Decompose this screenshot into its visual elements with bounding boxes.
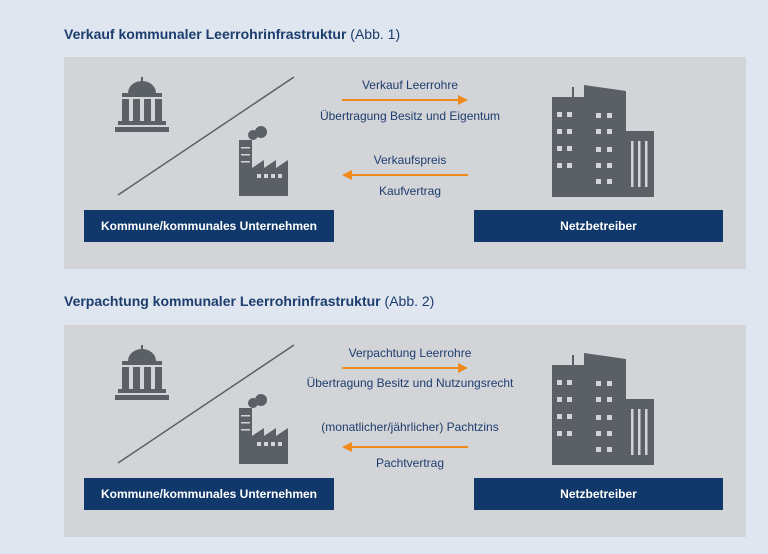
diagonal-divider bbox=[117, 76, 295, 196]
figure-1-title-main: Verkauf kommunaler Leerrohrinfrastruktur bbox=[64, 26, 347, 42]
network-operator-label: Netzbetreiber bbox=[474, 478, 723, 510]
figure-2-artwork bbox=[115, 344, 654, 465]
arrow-left-label: (monatlicher/jährlicher) Pachtzins bbox=[321, 420, 499, 434]
arrow-left-sublabel: Pachtvertrag bbox=[375, 456, 445, 470]
municipality-label: Kommune/kommunales Unternehmen bbox=[84, 210, 334, 242]
town-hall-icon bbox=[115, 345, 169, 400]
arrow-right-sublabel: Übertragung Besitz und Eigentum bbox=[319, 109, 501, 123]
figure-1-title-ref: (Abb. 1) bbox=[346, 26, 401, 42]
figure-2-title: Verpachtung kommunaler Leerrohrinfrastru… bbox=[64, 293, 434, 309]
arrow-right-label: Verpachtung Leerrohre bbox=[348, 346, 472, 360]
figure-2-title-ref: (Abb. 2) bbox=[380, 293, 435, 309]
arrow-right-sublabel: Übertragung Besitz und Nutzungsrecht bbox=[306, 376, 514, 390]
town-hall-icon bbox=[115, 77, 169, 132]
arrow-left-label: Verkaufspreis bbox=[373, 153, 447, 167]
diagonal-divider bbox=[117, 344, 295, 464]
office-buildings-icon bbox=[552, 85, 654, 197]
municipality-label: Kommune/kommunales Unternehmen bbox=[84, 478, 334, 510]
figure-2-panel: Verpachtung Leerrohre Übertragung Besitz… bbox=[64, 325, 746, 537]
network-operator-label: Netzbetreiber bbox=[474, 210, 723, 242]
factory-icon bbox=[239, 126, 288, 196]
figure-1-title: Verkauf kommunaler Leerrohrinfrastruktur… bbox=[64, 26, 400, 42]
figure-2-title-main: Verpachtung kommunaler Leerrohrinfrastru… bbox=[64, 293, 381, 309]
arrow-left-sublabel: Kaufvertrag bbox=[378, 184, 442, 198]
arrow-right-label: Verkauf Leerrohre bbox=[361, 78, 459, 92]
figure-1-panel: Verkauf Leerrohre Übertragung Besitz und… bbox=[64, 57, 746, 269]
figure-1-artwork bbox=[115, 76, 654, 197]
office-buildings-icon bbox=[552, 353, 654, 465]
factory-icon bbox=[239, 394, 288, 464]
